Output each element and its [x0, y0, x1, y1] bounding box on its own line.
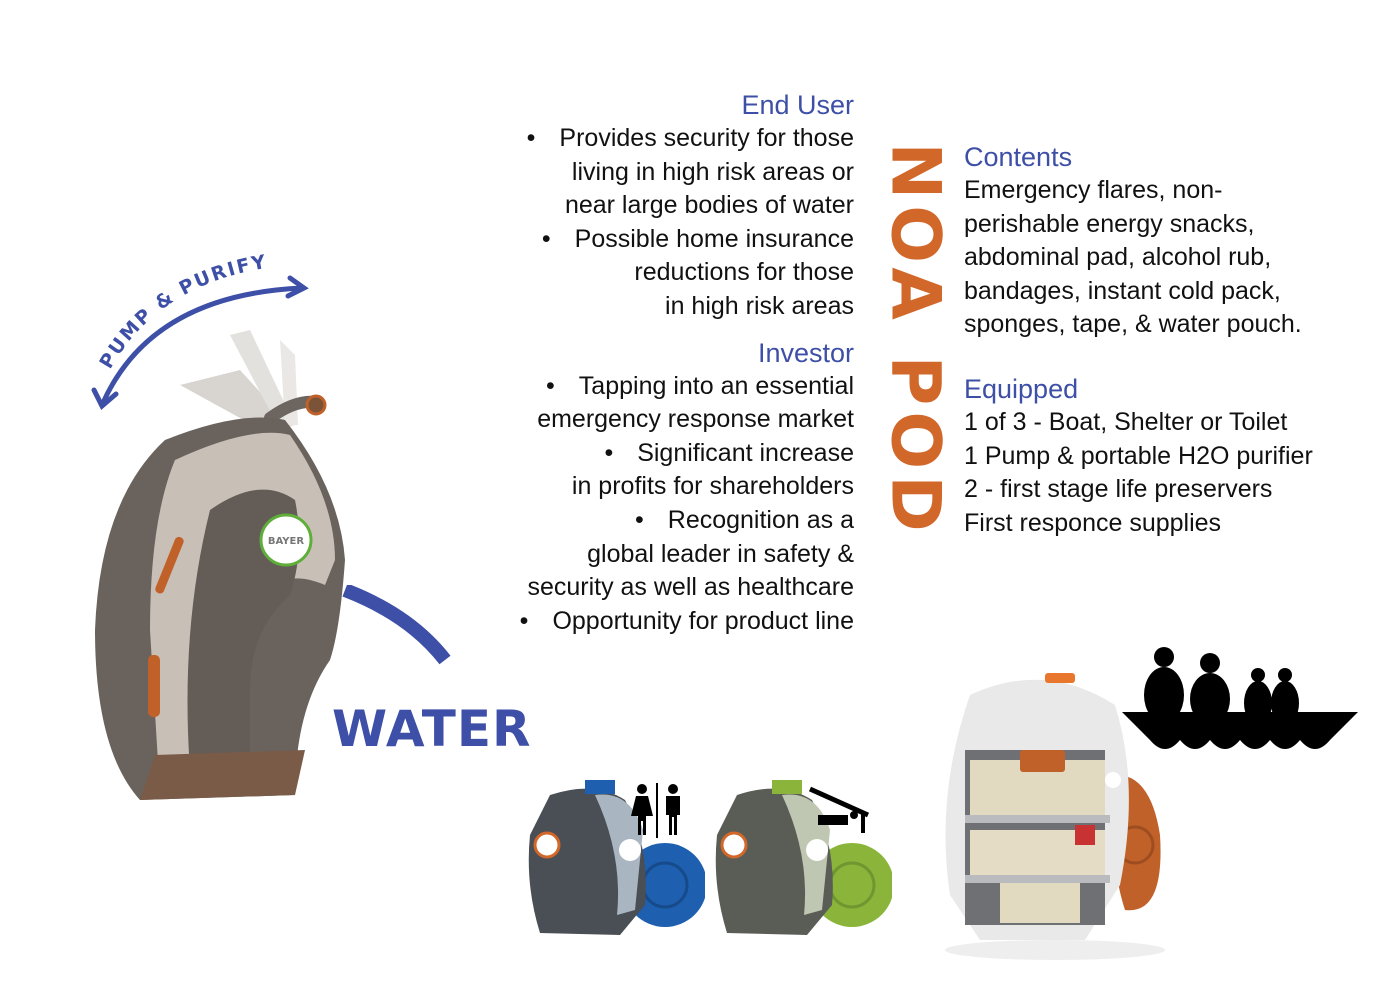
list-item: 1 Pump & portable H2O purifier	[964, 441, 1313, 470]
equipped-heading: Equipped	[964, 373, 1079, 404]
shelter-icon	[808, 786, 870, 833]
list-item: First responce supplies	[964, 508, 1222, 537]
list-item: Tapping into an essential	[440, 370, 854, 404]
investor-heading: Investor	[757, 337, 854, 368]
contents-heading: Contents	[964, 142, 1073, 172]
list-item: perishable energy snacks,	[964, 209, 1255, 238]
list-item: 1 of 3 - Boat, Shelter or Toilet	[964, 407, 1288, 436]
pump-purify-arrow-graphic: PUMP & PURIFY	[91, 251, 309, 410]
boat-icon	[1122, 647, 1358, 749]
list-item: 2 - first stage life preservers	[964, 475, 1273, 504]
contents-equipped-column: Contents Emergency flares, non- perishab…	[964, 140, 1384, 540]
list-item: living in high risk areas or	[571, 157, 854, 186]
list-item: sponges, tape, & water pouch.	[964, 310, 1302, 339]
list-item: emergency response market	[537, 405, 854, 434]
water-label: WATER	[332, 700, 532, 758]
bayer-logo-icon: BAYER	[259, 513, 313, 567]
list-item: Significant increase	[440, 437, 854, 471]
list-item: reductions for those	[634, 258, 854, 287]
list-item: abdominal pad, alcohol rub,	[964, 243, 1272, 272]
svg-text:BAYER: BAYER	[268, 536, 304, 547]
list-item: in high risk areas	[665, 291, 854, 320]
variant-boat-render	[945, 673, 1165, 960]
list-item: global leader in safety &	[587, 539, 854, 568]
water-flow-arc-graphic	[342, 585, 451, 665]
variant-toilet-render	[528, 780, 705, 935]
end-user-list: Provides security for those living in hi…	[440, 122, 854, 324]
noa-pod-main-render: BAYER	[95, 330, 345, 800]
list-item: near large bodies of water	[564, 191, 854, 220]
list-item: Emergency flares, non-	[964, 176, 1223, 204]
list-item: in profits for shareholders	[571, 472, 854, 501]
list-item: security as well as healthcare	[527, 573, 854, 602]
list-item: Possible home insurance	[440, 223, 854, 257]
list-item: Provides security for those	[440, 122, 854, 156]
investor-list: Tapping into an essential emergency resp…	[440, 370, 854, 639]
list-item: Recognition as a	[440, 504, 854, 538]
end-user-heading: End User	[741, 90, 854, 120]
list-item: Opportunity for product line	[440, 605, 854, 639]
brand-title: NOA POD	[870, 142, 960, 537]
end-user-investor-column: End User Provides security for those liv…	[440, 88, 854, 638]
brand-title-text: NOA POD	[875, 142, 955, 538]
list-item: bandages, instant cold pack,	[964, 276, 1281, 305]
restroom-icon	[631, 783, 680, 838]
